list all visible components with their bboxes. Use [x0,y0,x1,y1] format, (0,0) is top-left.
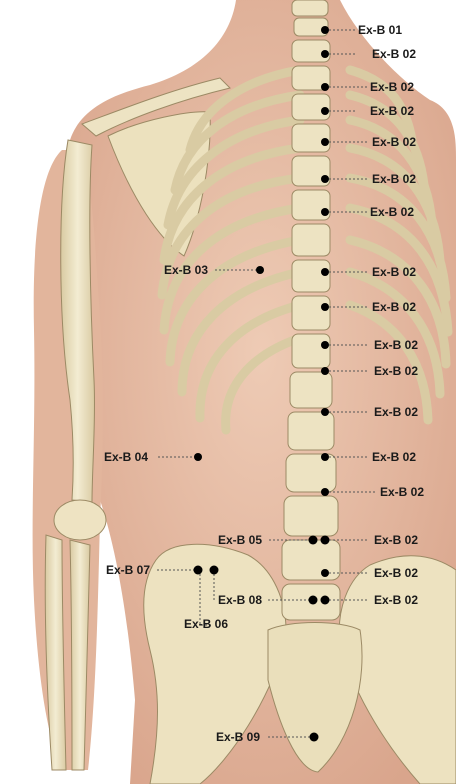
acupoint-marker [194,453,202,461]
acupoint-marker [310,733,319,742]
acupoint-marker [309,596,318,605]
label-exb08: Ex-B 08 [218,593,262,607]
vertebra [284,496,338,536]
vertebra [286,454,336,492]
vertebra [292,296,330,330]
label-exb02: Ex-B 02 [372,172,416,186]
label-exb02: Ex-B 02 [374,364,418,378]
acupoint-marker [210,566,219,575]
acupoint-marker [321,208,329,216]
label-exb02: Ex-B 02 [374,338,418,352]
acupoint-marker [321,303,329,311]
acupoint-marker [321,83,329,91]
acupoint-marker [321,453,329,461]
acupoint-marker [321,408,329,416]
label-exb02: Ex-B 02 [370,80,414,94]
label-exb05: Ex-B 05 [218,533,262,547]
label-exb06: Ex-B 06 [184,617,228,631]
vertebra [292,260,330,292]
acupoint-marker [321,367,329,375]
vertebra [288,412,334,450]
label-exb01: Ex-B 01 [358,23,402,37]
vertebra [282,540,340,580]
acupoint-marker [321,26,329,34]
acupoint-marker [321,536,330,545]
acupoint-marker [321,596,330,605]
elbow-bone [54,500,106,540]
label-exb09: Ex-B 09 [216,730,260,744]
label-exb02: Ex-B 02 [370,104,414,118]
acupoint-marker [321,488,329,496]
label-exb02: Ex-B 02 [374,593,418,607]
acupoint-marker [321,569,329,577]
vertebra [292,124,330,152]
label-exb02: Ex-B 02 [372,47,416,61]
label-exb02: Ex-B 02 [372,300,416,314]
acupoint-marker [321,175,329,183]
acupoint-marker [321,50,329,58]
label-exb04: Ex-B 04 [104,450,148,464]
vertebra [292,334,330,368]
vertebra [292,224,330,256]
label-exb03: Ex-B 03 [164,263,208,277]
acupoint-marker [321,268,329,276]
acupoint-marker [309,536,318,545]
label-exb02: Ex-B 02 [372,135,416,149]
label-exb02: Ex-B 02 [374,566,418,580]
acupoint-marker [194,566,203,575]
label-exb07: Ex-B 07 [106,563,150,577]
label-exb02: Ex-B 02 [374,405,418,419]
vertebra [292,0,328,16]
label-exb02: Ex-B 02 [380,485,424,499]
acupoint-marker [321,107,329,115]
label-exb02: Ex-B 02 [372,265,416,279]
vertebra [292,94,330,120]
acupoint-marker [321,341,329,349]
label-exb02: Ex-B 02 [370,205,414,219]
vertebra [290,372,332,408]
label-exb02: Ex-B 02 [372,450,416,464]
acupoint-marker [321,138,329,146]
label-exb02: Ex-B 02 [374,533,418,547]
acupoint-marker [256,266,264,274]
